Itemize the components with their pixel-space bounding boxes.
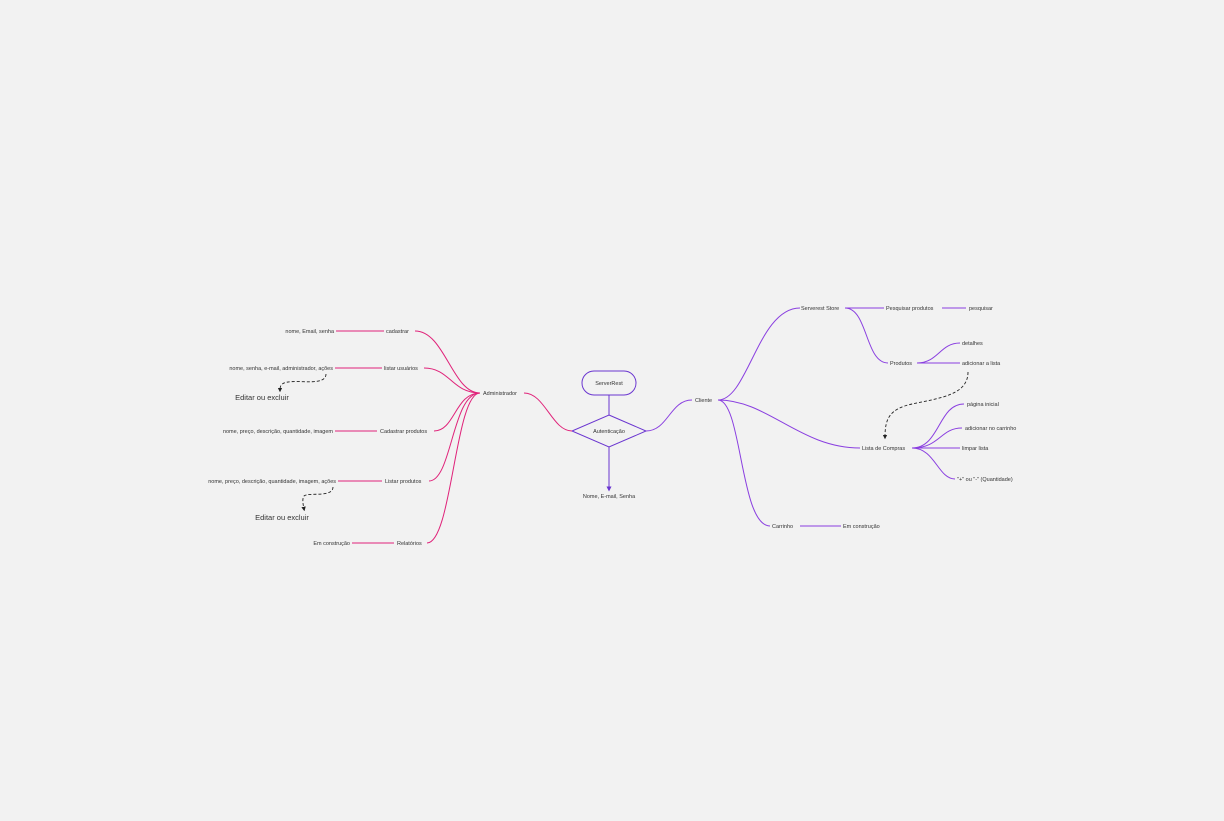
adicionar-carrinho-label: adicionar no carrinho: [965, 426, 1016, 432]
store-label: Serverest Store: [801, 306, 839, 312]
admin-to-listar-produtos: [428, 392, 481, 482]
client-branch: [645, 307, 966, 527]
client-to-cart: [717, 399, 771, 527]
list-to-adicionar-carrinho: [911, 427, 963, 449]
admin-action-arrows: [277, 373, 334, 512]
client-root-connector: [645, 399, 693, 432]
admin-to-cadastrar: [414, 330, 481, 394]
autenticacao-label: Autenticação: [593, 429, 625, 435]
pesquisar-label: pesquisar: [969, 306, 993, 312]
admin-detail-listar-usuarios: nome, senha, e-mail, administrador, açõe…: [229, 366, 333, 372]
admin-label: Administrador: [483, 391, 517, 397]
limpar-lista-label: limpar lista: [962, 446, 989, 452]
serverrest-label: ServerRest: [595, 381, 623, 387]
center-flow: ServerRest Autenticação Nome, E-mail, Se…: [570, 370, 648, 500]
quantidade-label: "+" ou "-" (Quantidade): [957, 477, 1013, 483]
action-listar-produtos: Editar ou excluir: [255, 513, 309, 522]
client-to-store: [717, 307, 801, 401]
detalhes-label: detalhes: [962, 341, 983, 347]
client-labels: Cliente Serverest Store Pesquisar produt…: [695, 306, 1016, 530]
dashed-arrow-listar-produtos: [301, 486, 334, 512]
client-to-shopping-list: [717, 399, 861, 449]
list-to-quantidade: [911, 447, 956, 480]
client-label: Cliente: [695, 398, 712, 404]
admin-item-cadastrar-produtos: Cadastrar produtos: [380, 429, 427, 435]
search-products-label: Pesquisar produtos: [886, 306, 934, 312]
store-to-products: [844, 307, 889, 364]
admin-item-cadastrar: cadastrar: [386, 329, 409, 335]
admin-detail-cadastrar: nome, Email, senha: [285, 329, 335, 335]
cart-label: Carrinho: [772, 524, 793, 530]
admin-labels: Administrador cadastrar nome, Email, sen…: [208, 329, 517, 547]
products-label: Produtos: [890, 361, 912, 367]
shopping-list-label: Lista de Compras: [862, 446, 905, 452]
admin-branch: [335, 330, 573, 544]
dashed-arrow-adicionar-lista: [882, 371, 969, 440]
admin-item-relatorios: Relatórios: [397, 541, 422, 547]
products-to-detalhes: [916, 342, 961, 364]
admin-item-listar-usuarios: listar usuários: [384, 366, 418, 372]
admin-detail-relatorios: Em construção: [313, 541, 350, 547]
admin-to-cadastrar-produtos: [433, 392, 481, 432]
list-to-pagina-inicial: [911, 403, 965, 449]
admin-to-relatorios: [426, 392, 481, 544]
dashed-arrow-listar-usuarios: [277, 373, 327, 393]
cart-construcao-label: Em construção: [843, 524, 880, 530]
action-listar-usuarios: Editar ou excluir: [235, 393, 289, 402]
admin-to-listar-usuarios: [423, 367, 481, 394]
admin-item-listar-produtos: Listar produtos: [385, 479, 422, 485]
admin-detail-listar-produtos: nome, preço, descrição, quantidade, imag…: [208, 479, 336, 485]
admin-root-connector: [523, 392, 573, 432]
output-label: Nome, E-mail, Senha: [583, 494, 636, 500]
admin-detail-cadastrar-produtos: nome, preço, descrição, quantidade, imag…: [223, 429, 333, 435]
pagina-inicial-label: página inicial: [967, 402, 999, 408]
adicionar-lista-label: adicionar a lista: [962, 361, 1001, 367]
